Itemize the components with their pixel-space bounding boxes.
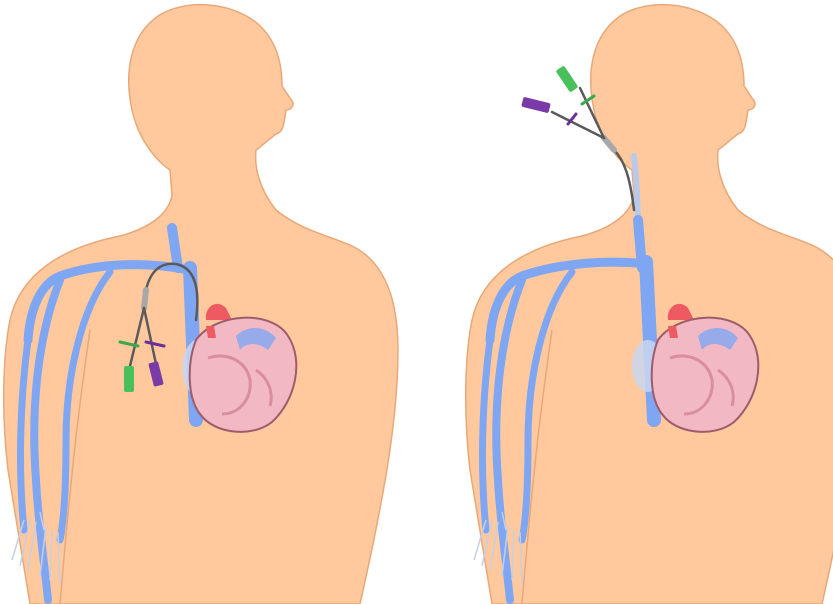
right-panel xyxy=(466,5,833,604)
right-green-port xyxy=(556,65,579,92)
left-green-port xyxy=(124,366,134,392)
left-catheter-hub xyxy=(144,290,146,308)
right-purple-port xyxy=(521,97,551,113)
left-jugular-vein xyxy=(172,228,178,268)
left-panel xyxy=(4,5,398,604)
